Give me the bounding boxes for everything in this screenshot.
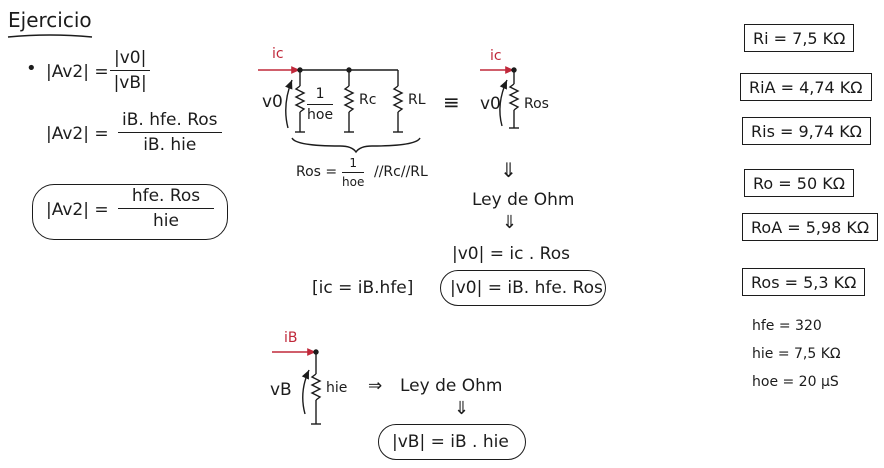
vb-result: |vB| = iB . hie bbox=[392, 432, 509, 452]
eq3-lhs: |Av2| = bbox=[46, 200, 109, 220]
circuit1-voltage-label: v0 bbox=[262, 92, 283, 112]
ros-definition-lhs: Ros = bbox=[296, 164, 338, 180]
page-title: Ejercicio bbox=[8, 8, 92, 32]
param-hie: hie = 7,5 KΩ bbox=[752, 346, 841, 362]
ohm-law-label-2: Ley de Ohm bbox=[400, 376, 503, 396]
eq3-numerator: hfe. Ros bbox=[118, 186, 214, 209]
eq3-denominator: hie bbox=[153, 211, 179, 231]
eq1-numerator: |v0| bbox=[110, 48, 151, 71]
circuit1-current-label: ic bbox=[272, 46, 284, 62]
eq3-fraction: hfe. Ros hie bbox=[118, 186, 214, 231]
eq2-lhs: |Av2| = bbox=[46, 124, 109, 144]
vo-equation: |v0| = ic . Ros bbox=[452, 244, 570, 264]
ros-definition-num: 1 bbox=[342, 156, 365, 173]
eq2-fraction: iB. hfe. Ros iB. hie bbox=[118, 110, 222, 155]
eq1-denominator: |vB| bbox=[113, 73, 147, 93]
circuit2-resistor-label: Ros bbox=[524, 96, 549, 112]
circuit3-current-label: iB bbox=[284, 330, 298, 346]
vo-result: |v0| = iB. hfe. Ros bbox=[450, 278, 603, 298]
result-ros-box: Ros = 5,3 KΩ bbox=[742, 268, 866, 296]
circuit1-rc-label: Rc bbox=[359, 92, 377, 108]
circuit1-wiring bbox=[258, 66, 421, 154]
circuit1-r1-num: 1 bbox=[307, 86, 334, 105]
eq1-fraction: |v0| |vB| bbox=[110, 48, 151, 93]
eq2-denominator: iB. hie bbox=[143, 135, 197, 155]
result-ris-box: Ris = 9,74 KΩ bbox=[742, 117, 871, 145]
eq1-lhs: |Av2| = bbox=[46, 62, 109, 82]
circuit3-voltage-label: vB bbox=[270, 380, 292, 400]
ros-definition-rest: //Rc//RL bbox=[374, 164, 428, 180]
result-roa-box: RoA = 5,98 KΩ bbox=[742, 213, 879, 241]
ohm-law-label-1: Ley de Ohm bbox=[472, 190, 575, 210]
result-ri-box: Ri = 7,5 KΩ bbox=[744, 24, 855, 52]
circuit2-voltage-label: v0 bbox=[480, 94, 501, 114]
ic-relation: [ic = iB.hfe] bbox=[312, 278, 414, 298]
circuit2-current-label: ic bbox=[490, 48, 502, 64]
param-hfe: hfe = 320 bbox=[752, 318, 822, 334]
down-arrow-1: ⇓ bbox=[500, 158, 517, 182]
result-ria-box: RiA = 4,74 KΩ bbox=[740, 73, 872, 101]
title-underline bbox=[7, 34, 93, 38]
down-arrow-3: ⇓ bbox=[454, 398, 470, 419]
circuit1-rl-label: RL bbox=[408, 92, 426, 108]
down-arrow-2: ⇓ bbox=[502, 212, 518, 233]
circuit2-wiring bbox=[480, 66, 520, 129]
circuit3-resistor-label: hie bbox=[326, 380, 348, 396]
vo-result-oval bbox=[440, 270, 606, 306]
ros-definition-fraction: 1 hoe bbox=[342, 156, 365, 189]
circuit3-wiring bbox=[272, 348, 322, 425]
bullet: • bbox=[26, 58, 37, 79]
param-hoe: hoe = 20 μS bbox=[752, 374, 839, 390]
ros-definition-den: hoe bbox=[342, 175, 365, 189]
circuit1-r1-label: 1 hoe bbox=[307, 86, 334, 123]
vb-result-oval bbox=[378, 424, 526, 460]
equivalence-sign: ≡ bbox=[443, 90, 460, 114]
circuit1-r1-den: hoe bbox=[307, 107, 334, 123]
right-arrow: ⇒ bbox=[368, 376, 383, 396]
eq2-numerator: iB. hfe. Ros bbox=[118, 110, 222, 133]
result-ro-box: Ro = 50 KΩ bbox=[744, 169, 854, 197]
eq3-oval bbox=[32, 184, 228, 240]
